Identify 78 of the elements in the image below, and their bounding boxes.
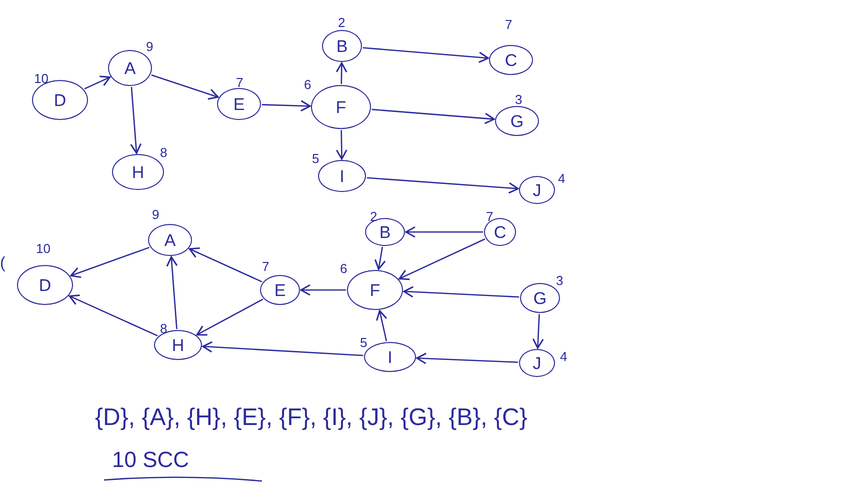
node-label: C	[504, 52, 518, 68]
node-ellipse	[17, 265, 73, 305]
component-list: {D}, {A}, {H}, {E}, {F}, {I}, {J}, {G}, {B}, {C}	[95, 405, 528, 432]
node-ellipse	[519, 349, 555, 377]
arrow	[68, 294, 158, 336]
order-number: 2	[338, 16, 346, 29]
node-ellipse	[260, 275, 300, 305]
order-number: 7	[505, 18, 512, 31]
order-number: 10	[34, 72, 48, 85]
arrow	[202, 341, 364, 356]
order-number: 7	[262, 260, 270, 273]
node-label: D	[54, 92, 66, 108]
order-number: 4	[558, 172, 566, 185]
arrow	[130, 86, 142, 154]
node-label: G	[533, 290, 547, 306]
node-label: A	[124, 60, 136, 76]
stray-mark: (	[0, 255, 6, 273]
node-label: F	[336, 98, 346, 116]
node-label: E	[274, 282, 286, 298]
node-label: D	[38, 276, 52, 294]
node-label: J	[532, 354, 542, 372]
arrow	[362, 47, 489, 64]
arrow	[84, 76, 111, 90]
order-number: 5	[312, 152, 320, 165]
node-label: G	[510, 112, 524, 130]
node-ellipse	[519, 176, 555, 204]
order-number: 9	[146, 40, 154, 53]
arrow	[416, 352, 518, 364]
node-ellipse	[318, 160, 366, 192]
arrow	[336, 62, 348, 84]
node-ellipse	[217, 88, 261, 120]
order-number: 7	[236, 76, 244, 89]
result-note: 10 SCC	[112, 448, 190, 472]
node-label: I	[340, 168, 344, 184]
order-number: 5	[360, 336, 368, 349]
order-number: 3	[515, 93, 522, 106]
arrow	[70, 246, 150, 278]
node-label: C	[494, 224, 506, 240]
arrow	[372, 108, 495, 124]
node-label: F	[370, 282, 380, 298]
node-label: I	[388, 348, 392, 366]
order-number: 6	[340, 262, 348, 275]
node-label: B	[379, 224, 391, 240]
order-number: 3	[556, 274, 564, 287]
arrow	[336, 130, 348, 160]
order-number: 10	[36, 242, 50, 255]
node-ellipse	[347, 270, 403, 310]
node-label: E	[233, 96, 245, 112]
order-number: 8	[160, 146, 168, 159]
arrow	[262, 100, 311, 112]
node-label: H	[172, 336, 184, 354]
node-label: A	[164, 232, 176, 248]
arrow	[366, 177, 519, 194]
node-label: B	[336, 38, 348, 54]
node-ellipse	[495, 106, 539, 136]
arrow	[196, 298, 264, 336]
node-label: J	[532, 182, 542, 198]
order-number: 9	[152, 208, 160, 221]
arrow	[151, 74, 219, 100]
arrow	[403, 286, 520, 298]
arrow	[376, 310, 388, 342]
arrow	[398, 238, 486, 280]
order-number: 6	[304, 78, 312, 91]
arrow	[188, 247, 262, 282]
node-ellipse	[322, 30, 362, 62]
arrow	[300, 284, 346, 296]
order-number: 7	[486, 210, 494, 223]
order-number: 4	[560, 350, 568, 363]
arrow	[374, 246, 386, 270]
arrow	[405, 226, 483, 238]
node-ellipse	[148, 224, 192, 256]
node-label: H	[132, 164, 144, 180]
arrow	[166, 256, 178, 330]
node-ellipse	[108, 50, 152, 86]
arrow	[532, 314, 544, 349]
order-number: 8	[160, 322, 168, 335]
node-ellipse	[311, 85, 371, 129]
node-ellipse	[489, 45, 533, 75]
